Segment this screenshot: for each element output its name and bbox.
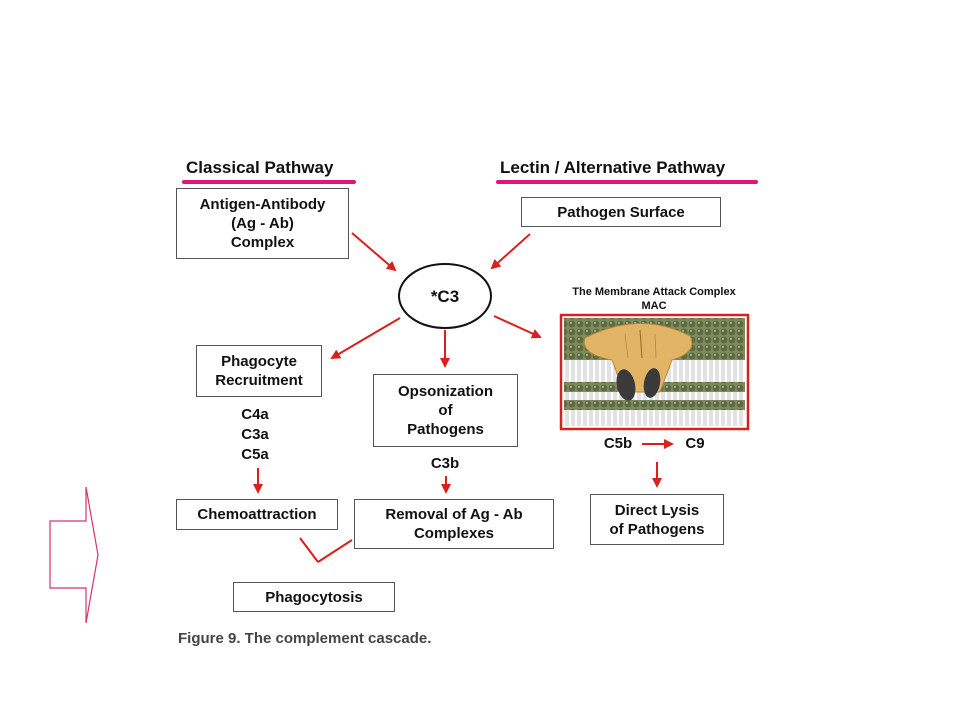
c3a-label: C3a	[241, 426, 269, 443]
c9-label: C9	[685, 435, 705, 452]
phagocyte-recruitment-box: Phagocyte Recruitment	[196, 345, 322, 397]
mac-title: The Membrane Attack Complex MAC	[550, 285, 758, 313]
chemoattraction-label: Chemoattraction	[197, 506, 317, 523]
side-arrow-outline	[49, 486, 99, 624]
classical-underline	[182, 180, 356, 184]
figure-caption: Figure 9. The complement cascade.	[178, 630, 432, 647]
mac-title-line1: The Membrane Attack Complex	[572, 286, 736, 298]
removal-label: Removal of Ag - Ab Complexes	[385, 506, 523, 542]
arrow-pathogen-to-c3	[490, 233, 531, 270]
chemoattraction-box: Chemoattraction	[176, 499, 338, 530]
opsonization-label: Opsonization of Pathogens	[398, 383, 493, 438]
phagocytosis-label: Phagocytosis	[265, 588, 363, 606]
mac-illustration	[559, 313, 750, 431]
direct-lysis-box: Direct Lysis of Pathogens	[590, 494, 724, 545]
phagocytosis-box: Phagocytosis	[233, 582, 395, 612]
removal-box: Removal of Ag - Ab Complexes	[354, 499, 554, 549]
arrow-c3-to-mac	[493, 315, 542, 339]
antigen-antibody-box: Antigen-Antibody (Ag - Ab) Complex	[176, 188, 349, 259]
antigen-antibody-label: Antigen-Antibody (Ag - Ab) Complex	[199, 196, 326, 251]
c3-node-label: *C3	[431, 287, 459, 306]
pathogen-surface-label: Pathogen Surface	[557, 203, 685, 221]
mac-pore-left	[616, 369, 636, 401]
c5a-label: C5a	[241, 446, 269, 463]
lectin-pathway-heading: Lectin / Alternative Pathway	[500, 158, 726, 177]
lectin-underline	[496, 180, 758, 184]
arrows	[253, 232, 674, 563]
c3-node	[398, 263, 492, 329]
classical-pathway-heading: Classical Pathway	[186, 158, 334, 177]
arrow-c3-to-phagocyte	[330, 317, 401, 360]
mac-pore-right	[643, 368, 661, 398]
pathogen-surface-box: Pathogen Surface	[521, 197, 721, 227]
direct-lysis-label: Direct Lysis of Pathogens	[609, 501, 705, 538]
phagocyte-recruitment-label: Phagocyte Recruitment	[215, 353, 303, 389]
c3b-label: C3b	[430, 455, 460, 472]
c4a-label: C4a	[241, 406, 269, 423]
arrow-removal-to-join	[317, 539, 353, 563]
c5b-label: C5b	[603, 435, 633, 452]
arrow-chemo-to-join	[299, 537, 319, 563]
arrow-antigen-to-c3	[351, 232, 397, 272]
opsonization-box: Opsonization of Pathogens	[373, 374, 518, 447]
mac-protein	[583, 323, 693, 393]
mac-title-line2: MAC	[641, 300, 667, 312]
